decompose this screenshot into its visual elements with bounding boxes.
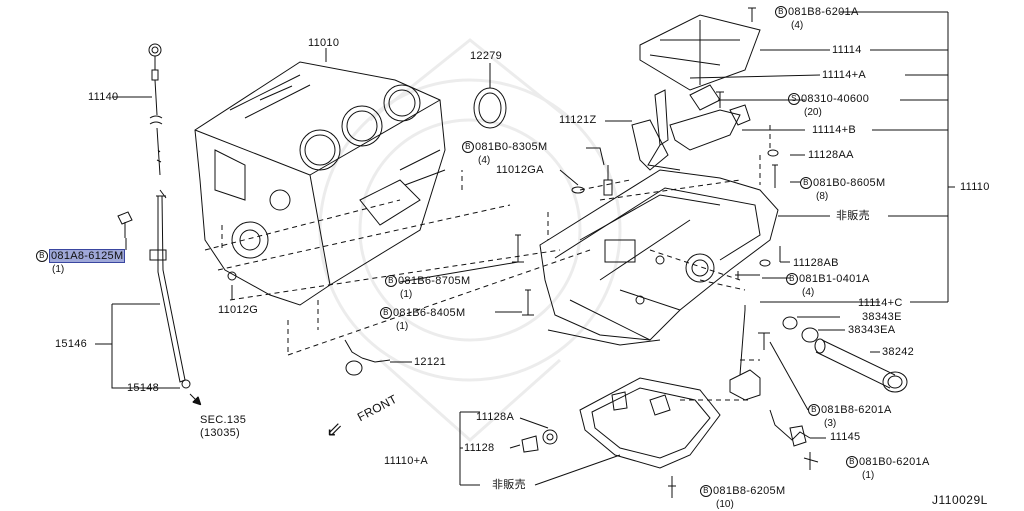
part-number: 081B0-6201A [859, 456, 930, 468]
label-38343E[interactable]: 38343E [862, 311, 902, 323]
part-number: 08310-40600 [801, 93, 870, 105]
part-number: 081B1-0401A [799, 273, 870, 285]
label-11121Z[interactable]: 11121Z [559, 114, 597, 126]
label-12121[interactable]: 12121 [414, 356, 447, 368]
label-11010[interactable]: 11010 [308, 37, 340, 49]
qty-081B0-6201A: (1) [862, 470, 875, 481]
bolt-symbol: B [462, 141, 474, 153]
watermark-emblem [318, 38, 622, 443]
bolt-symbol: B [385, 275, 397, 287]
bolts-misc [512, 7, 819, 498]
label-11114-A[interactable]: 11114+A [822, 69, 866, 81]
bolt-symbol: B [775, 6, 787, 18]
label-sec-ref[interactable]: SEC.135 [200, 414, 247, 426]
o-rings [782, 316, 819, 343]
bracket [729, 309, 761, 401]
label-11145[interactable]: 11145 [830, 431, 861, 443]
label-15148[interactable]: 15148 [127, 382, 160, 394]
qty-081B6-8705M: (1) [400, 289, 413, 300]
dipstick-tube [149, 189, 191, 389]
qty-081B0-8605M: (8) [816, 191, 829, 202]
tube-11121Z [631, 119, 669, 171]
label-11128AB[interactable]: 11128AB [793, 257, 839, 269]
part-number: 081B6-8405M [393, 307, 466, 319]
lower-crankcase [539, 169, 779, 346]
baffle-plate [639, 14, 761, 91]
label-11114[interactable]: 11114 [832, 44, 862, 56]
tube-bolt [117, 211, 133, 238]
bolt-symbol: B [700, 485, 712, 497]
bolt-symbol: B [846, 456, 858, 468]
label-11110-A[interactable]: 11110+A [384, 455, 428, 467]
assembly-dashes [204, 125, 771, 401]
qty-081A8-6125M: (1) [52, 264, 65, 275]
label-11012G[interactable]: 11012G [218, 304, 259, 316]
screw-symbol: S [788, 93, 800, 105]
part-number: 081B0-8605M [813, 177, 886, 189]
callout-bracket-right [840, 11, 955, 303]
bolt-symbol: B [800, 177, 812, 189]
bolt-symbol: B [808, 404, 820, 416]
bolt-symbol: B [380, 307, 392, 319]
label-11128AA[interactable]: 11128AA [808, 149, 854, 161]
label-sec-ref-sub: (13035) [200, 427, 241, 439]
label-11114-C[interactable]: 11114+C [858, 297, 903, 309]
part-number: 081B6-8705M [398, 275, 471, 287]
part-number: 081B8-6205M [713, 485, 786, 497]
leader-15146 [111, 303, 180, 389]
sensor-12121 [344, 339, 391, 376]
label-12279[interactable]: 12279 [470, 50, 503, 62]
bolt-symbol: B [36, 250, 48, 262]
front-arrow-icon: ⇙ [326, 419, 344, 441]
qty-081B1-0401A: (4) [802, 287, 815, 298]
label-38242[interactable]: 38242 [882, 346, 915, 358]
part-number: 081B0-8305M [475, 141, 548, 153]
drawing-id: J110029L [932, 493, 988, 507]
label-not-sold-1: 非販売 [836, 210, 870, 222]
label-11110[interactable]: 11110 [960, 181, 990, 193]
oil-pan [579, 377, 721, 469]
pipe-38242 [814, 338, 908, 393]
part-number: 081B8-6201A [821, 404, 892, 416]
highlighted-part-number[interactable]: 081A8-6125M [49, 249, 126, 263]
label-not-sold-2: 非販売 [492, 479, 526, 491]
qty-081B8-6205M: (10) [716, 499, 734, 510]
label-11114-B[interactable]: 11114+B [812, 124, 856, 136]
qty-081B8-6201A-top: (4) [791, 20, 804, 31]
dipstick [148, 43, 163, 176]
qty-08310-40600: (20) [804, 107, 822, 118]
qty-081B6-8405M: (1) [396, 321, 409, 332]
bolt-symbol: B [786, 273, 798, 285]
part-number: 081B8-6201A [788, 6, 859, 18]
label-11128A[interactable]: 11128A [476, 411, 515, 423]
label-38343EA[interactable]: 38343EA [848, 324, 896, 336]
strainer [647, 84, 751, 171]
label-11012GA[interactable]: 11012GA [496, 164, 544, 176]
label-11128[interactable]: 11128 [464, 442, 495, 454]
sensor-11145 [769, 409, 811, 447]
drain-plug [521, 429, 558, 453]
cylinder-block [194, 61, 446, 306]
label-15146[interactable]: 15146 [55, 338, 88, 350]
label-11140[interactable]: 11140 [88, 91, 119, 103]
qty-081B8-6201A-mid: (3) [824, 418, 837, 429]
qty-081B0-8305M: (4) [478, 155, 491, 166]
